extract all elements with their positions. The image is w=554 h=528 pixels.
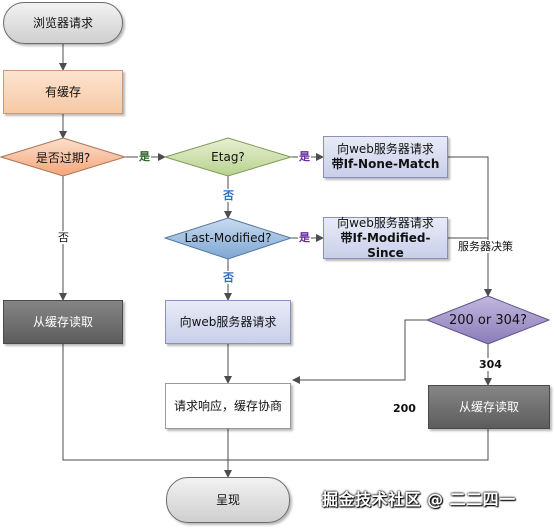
diamond-etag-label: Etag? (211, 150, 245, 164)
edge-label-expired-yes: 是 (138, 150, 151, 163)
edge-label-etag-no: 否 (222, 189, 235, 202)
start-browser-request-label: 浏览器请求 (32, 15, 93, 30)
box-read-cache-right: 从缓存读取 (428, 385, 550, 429)
edge-label-lastmod-yes: 是 (298, 231, 311, 244)
diamond-last-modified (163, 217, 293, 260)
diamond-is-expired (0, 137, 127, 177)
box-request-server-label: 向web服务器请求 (179, 314, 277, 329)
diamond-status-label: 200 or 304? (448, 312, 528, 328)
start-browser-request: 浏览器请求 (3, 2, 123, 44)
box-has-cache: 有缓存 (3, 70, 123, 114)
diamond-last-modified-label: Last-Modified? (184, 231, 272, 245)
edge-leftcache-to-render (62, 344, 228, 461)
box-request-if-none-match-line1: 向web服务器请求 (337, 142, 434, 156)
box-response-negotiate-label: 请求响应，缓存协商 (173, 398, 282, 413)
diamond-is-expired-label: 是否过期? (35, 150, 91, 165)
box-request-if-modified-since-line2: 带If-Modified-Since (340, 230, 431, 260)
edge-label-lastmod-no: 否 (222, 271, 235, 284)
box-response-negotiate: 请求响应，缓存协商 (165, 383, 291, 429)
end-render-label: 呈现 (215, 492, 240, 507)
watermark-text: 掘金技术社区 @ 二二四一 (322, 490, 516, 509)
edge-ifnonematch-to-server (448, 156, 492, 297)
box-read-cache-right-label: 从缓存读取 (458, 399, 519, 414)
box-request-if-none-match: 向web服务器请求 带If-None-Match (323, 136, 448, 178)
box-request-if-none-match-line2: 带If-None-Match (331, 157, 440, 171)
edge-label-server-decision: 服务器决策 (457, 240, 514, 253)
edge-label-expired-no: 否 (57, 231, 70, 244)
box-request-if-modified-since-line1: 向web服务器请求 (337, 215, 434, 230)
box-has-cache-label: 有缓存 (44, 84, 81, 99)
box-read-cache-left-label: 从缓存读取 (32, 314, 93, 329)
box-read-cache-left: 从缓存读取 (3, 300, 123, 344)
box-request-server: 向web服务器请求 (165, 300, 291, 344)
edge-label-status-304: 304 (478, 358, 503, 371)
edge-status-200 (292, 319, 428, 384)
diamond-status (425, 295, 551, 345)
edge-label-etag-yes: 是 (298, 150, 311, 163)
end-render: 呈现 (166, 477, 290, 523)
box-request-if-modified-since: 向web服务器请求 带If-Modified-Since (323, 215, 448, 260)
diamond-etag (163, 137, 293, 177)
edge-label-status-200: 200 (392, 402, 417, 415)
